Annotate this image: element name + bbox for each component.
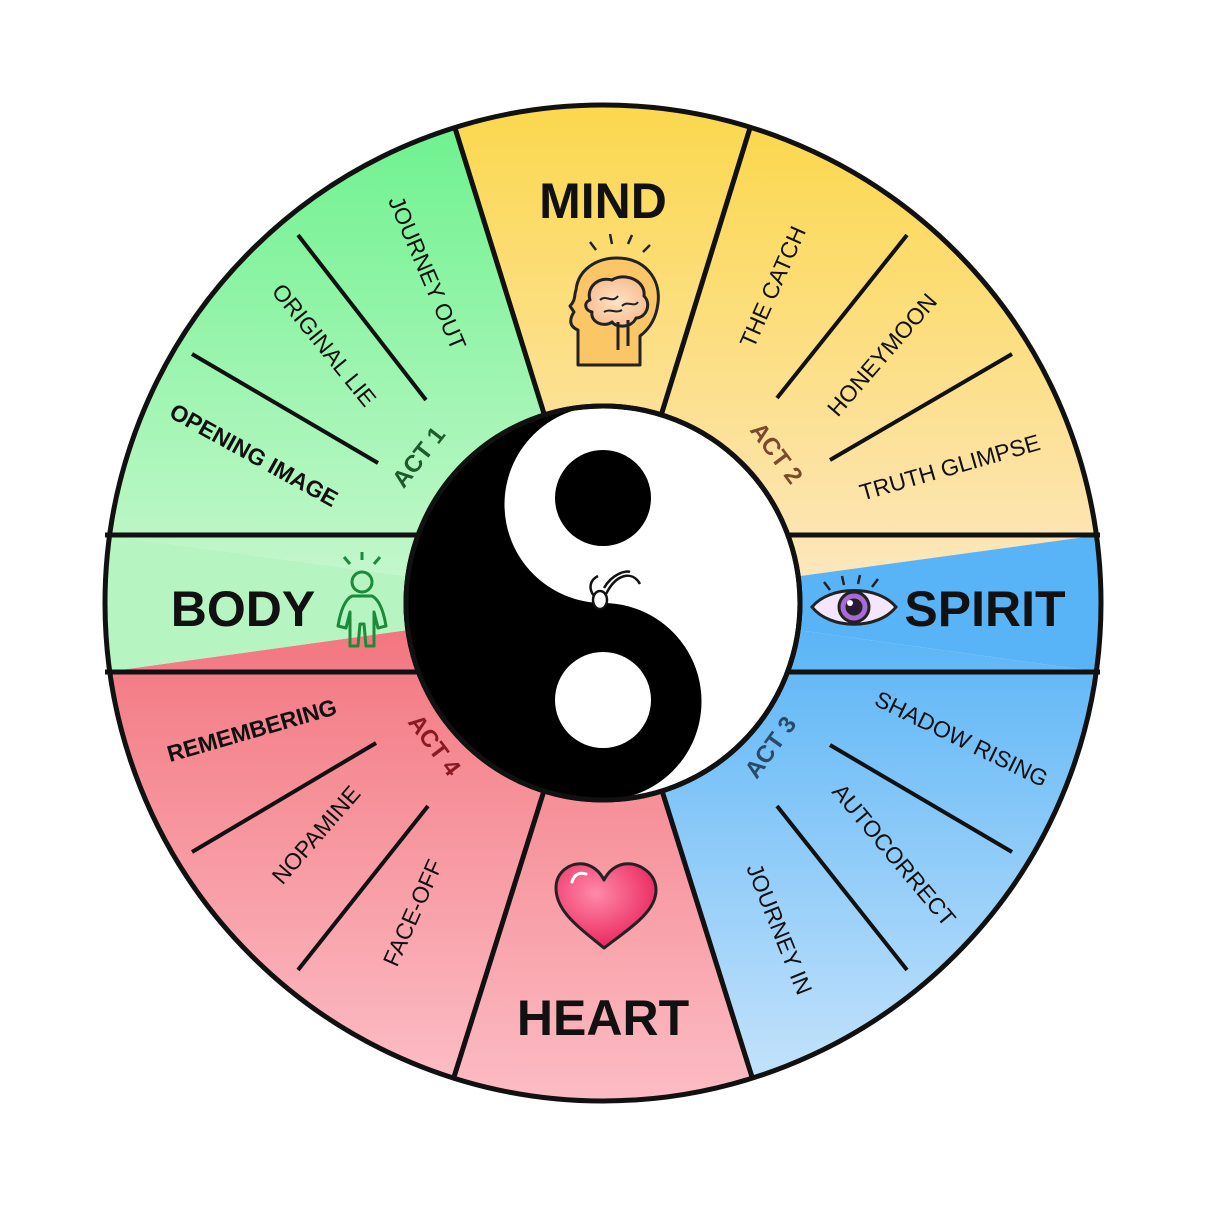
person-icon bbox=[336, 552, 388, 648]
yin-yang-icon bbox=[403, 403, 803, 803]
brain-head-icon bbox=[568, 233, 660, 367]
spider-icon bbox=[589, 570, 642, 611]
beat-dividers bbox=[190, 233, 1014, 972]
body-title: BODY bbox=[171, 581, 315, 637]
heart-title: HEART bbox=[517, 990, 689, 1046]
mind-title: MIND bbox=[539, 173, 667, 229]
wheel-outline bbox=[102, 102, 1104, 1104]
heart-icon bbox=[554, 862, 658, 950]
body-segment bbox=[105, 535, 603, 672]
eye-icon bbox=[810, 574, 898, 626]
heart-segment bbox=[454, 603, 752, 1100]
spirit-title: SPIRIT bbox=[904, 581, 1065, 637]
